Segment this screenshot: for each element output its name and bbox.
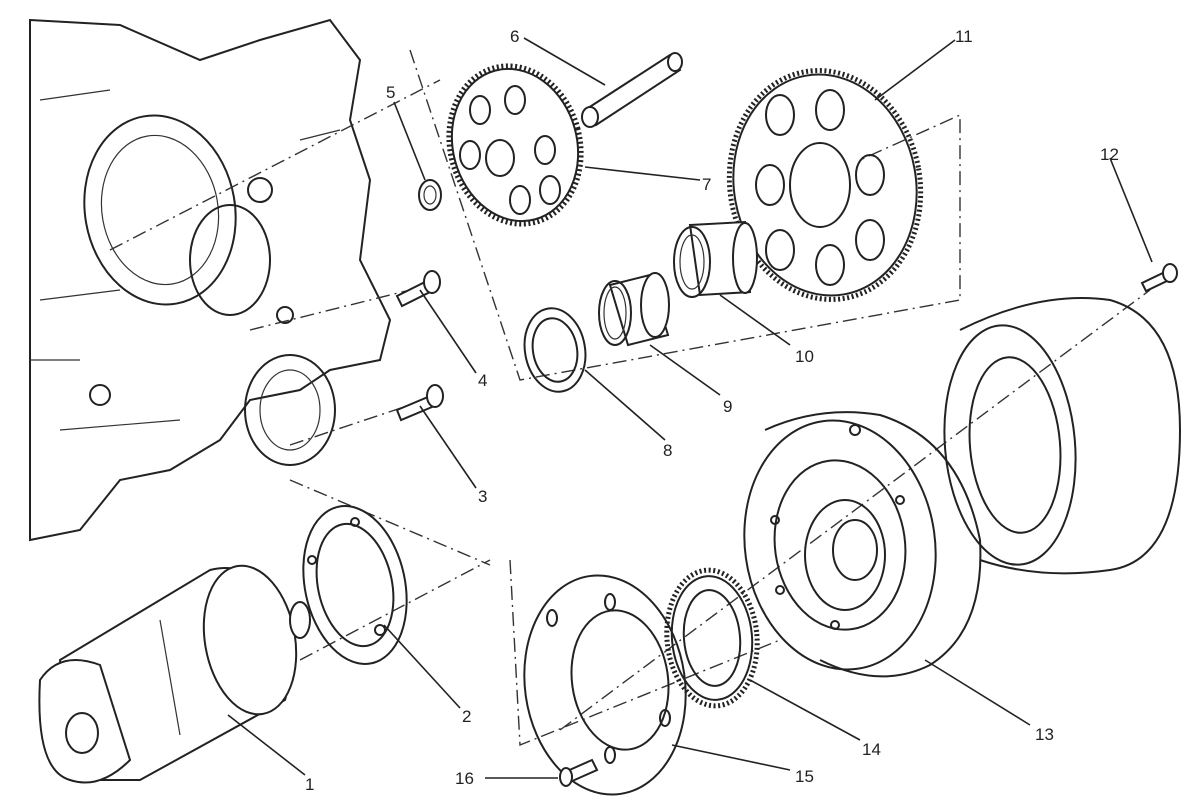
part-cover-plate <box>523 574 687 796</box>
callout-8: 8 <box>663 441 672 460</box>
part-screw-4 <box>395 270 441 308</box>
part-rotor-housing <box>943 297 1182 575</box>
callout-13: 13 <box>1035 725 1054 744</box>
part-freewheel-clutch <box>664 567 760 709</box>
callout-9: 9 <box>723 397 732 416</box>
leader-lines <box>227 37 1153 779</box>
axis-line-6 <box>289 404 411 446</box>
callout-10: 10 <box>795 347 814 366</box>
assembly-boundary-upper <box>409 49 961 381</box>
callout-6: 6 <box>510 27 519 46</box>
callout-15: 15 <box>795 767 814 786</box>
part-washer <box>418 179 442 211</box>
callout-16: 16 <box>455 769 474 788</box>
axis-line-1 <box>289 479 491 566</box>
callout-12: 12 <box>1100 145 1119 164</box>
callout-5: 5 <box>386 83 395 102</box>
axis-line-3 <box>299 559 491 661</box>
callout-11: 11 <box>955 27 973 46</box>
part-starter-motor <box>38 564 311 784</box>
axis-line-5 <box>249 289 411 331</box>
part-bushing <box>673 220 758 298</box>
callout-7: 7 <box>702 175 711 194</box>
part-bearing <box>598 272 670 347</box>
crankcase <box>29 18 392 542</box>
part-countersunk-screw <box>559 758 599 787</box>
axis-line-2 <box>109 79 441 251</box>
part-shim <box>523 307 587 393</box>
part-starter-gasket <box>302 505 408 665</box>
callout-4: 4 <box>478 371 487 390</box>
assembly-boundary-lower <box>509 559 781 747</box>
callout-2: 2 <box>462 707 471 726</box>
callout-3: 3 <box>478 487 487 506</box>
callout-1: 1 <box>305 775 314 794</box>
part-starter-gear <box>726 68 924 302</box>
part-screw-3 <box>395 384 444 422</box>
part-flywheel <box>743 411 982 678</box>
axis-line-4 <box>559 289 1151 731</box>
part-idler-gear <box>446 63 584 227</box>
callout-14: 14 <box>862 740 881 759</box>
part-shaft <box>581 52 683 128</box>
part-bolt <box>1140 263 1178 293</box>
